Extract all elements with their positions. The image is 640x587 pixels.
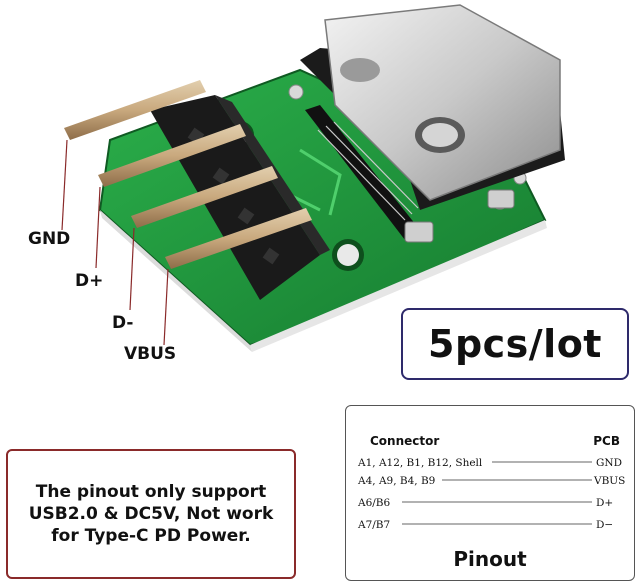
pinout-row-connector: A6/B6 xyxy=(357,497,391,509)
header-pins xyxy=(64,80,312,269)
pinout-row-pcb: VBUS xyxy=(593,475,625,487)
product-photo xyxy=(61,4,565,352)
lot-quantity-label: 5pcs/lot xyxy=(428,322,602,366)
pinout-header-pcb: PCB xyxy=(593,434,620,448)
pinout-diagram: Connector PCB A1, A12, B1, B12, Shell GN… xyxy=(357,434,625,531)
lot-quantity-box: 5pcs/lot xyxy=(401,308,629,380)
pin-label-dminus: D- xyxy=(112,313,134,333)
pinout-row-pcb: GND xyxy=(596,457,622,469)
compatibility-note-box: The pinout only support USB2.0 & DC5V, N… xyxy=(6,449,296,579)
pinout-row-connector: A4, A9, B4, B9 xyxy=(357,475,435,487)
leader-lines xyxy=(61,139,169,346)
usb-c-connector xyxy=(300,4,565,243)
compatibility-note-text: The pinout only support USB2.0 & DC5V, N… xyxy=(28,482,274,546)
pinout-header-connector: Connector xyxy=(370,434,439,448)
pinout-row-connector: A1, A12, B1, B12, Shell xyxy=(357,457,483,469)
pin-label-vbus: VBUS xyxy=(124,344,177,364)
pinout-row-pcb: D− xyxy=(596,519,613,531)
pinout-row-pcb: D+ xyxy=(596,497,613,509)
pin-label-gnd: GND xyxy=(28,229,71,249)
pinout-card: Connector PCB A1, A12, B1, B12, Shell GN… xyxy=(345,405,635,581)
pinout-title: Pinout xyxy=(453,547,527,571)
pin-label-dplus: D+ xyxy=(75,271,104,291)
pinout-row-connector: A7/B7 xyxy=(357,519,390,531)
